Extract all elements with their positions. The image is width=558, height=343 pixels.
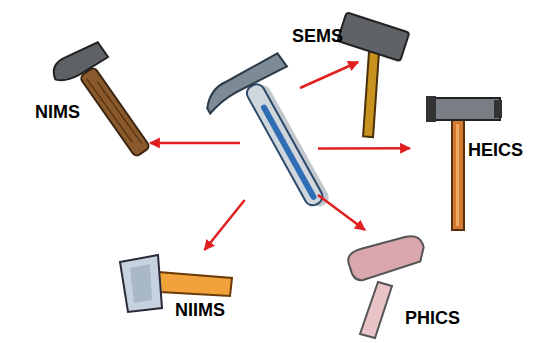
hammer-head [48,37,108,89]
hammer-label: NIMS [35,102,80,122]
hammer-handle [244,81,325,208]
hammer-node: NIMS [35,55,150,165]
handle-stripe [456,124,459,226]
hammer-head [200,52,289,113]
handle-stripe [260,104,318,201]
hammer-head [337,12,409,61]
hammer-node: SEMS [292,18,408,62]
head-facet [130,264,152,303]
hammer-label: PHICS [405,308,460,328]
red-arrow [318,195,365,230]
hammer-head [345,228,428,284]
hammer-label: HEICS [468,140,523,160]
red-arrow [318,147,410,150]
red-arrow [150,142,240,145]
hammer-node: PHICS [350,230,475,335]
hammer-peen [494,100,502,118]
red-arrow [300,62,358,88]
hammer-node: NIIMS [120,250,250,330]
hammer-handle [452,120,464,230]
hammer-node [240,88,318,200]
hammer-label: SEMS [292,26,343,46]
hammer-head [430,98,500,120]
sems-hammer [337,12,409,137]
hammer-handle [360,282,392,338]
hammer-label: NIIMS [175,300,225,320]
hammer-node: HEICS [410,95,530,235]
wood-grain [87,75,142,148]
hammer-face [426,96,436,122]
red-arrow [205,200,245,250]
hammer-handle [158,272,232,296]
hammer-head [120,255,162,312]
heics-hammer [426,96,502,230]
hammer-handle [363,52,379,137]
center-hammer [200,52,354,231]
hammer-handle [79,67,150,158]
